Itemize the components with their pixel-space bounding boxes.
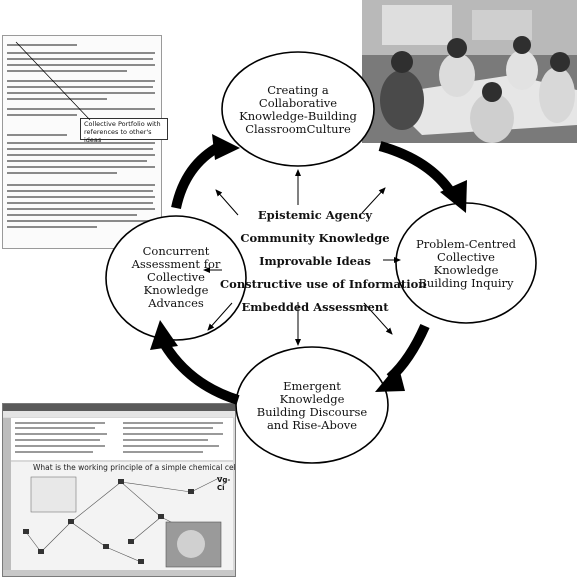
screenshot-titlebar bbox=[3, 404, 235, 411]
curved-arrow-top-to-right bbox=[378, 141, 457, 197]
center-principles: Epistemic Agency Community Knowledge Imp… bbox=[220, 204, 427, 319]
node-left-label: Concurrent Assessment for Collective Kno… bbox=[131, 244, 221, 310]
knowledge-forum-screenshot: What is the working principle of a simpl… bbox=[2, 403, 236, 577]
principle-community-knowledge: Community Knowledge bbox=[240, 231, 390, 245]
node-top-label: Creating a Collaborative Knowledge-Build… bbox=[239, 83, 357, 136]
screenshot-statusbar bbox=[3, 570, 235, 576]
node-right-label: Problem-Centred Collective Knowledge Bui… bbox=[415, 237, 517, 290]
callout-line-1: Collective Portfolio with bbox=[84, 120, 161, 128]
principle-embedded-assessment: Embedded Assessment bbox=[241, 300, 389, 314]
screenshot-view-canvas bbox=[11, 462, 233, 574]
callout-line-2: references to other's ideas bbox=[84, 128, 152, 144]
portfolio-callout-box: Collective Portfolio with references to … bbox=[80, 118, 168, 144]
principle-epistemic-agency: Epistemic Agency bbox=[257, 208, 373, 222]
curved-arrow-bottom-to-left bbox=[160, 342, 240, 405]
screenshot-menubar bbox=[3, 411, 235, 417]
curved-arrow-left-to-top bbox=[171, 141, 223, 210]
screenshot-note-list bbox=[11, 418, 233, 460]
screenshot-question-text: What is the working principle of a simpl… bbox=[33, 463, 236, 472]
principle-improvable-ideas: Improvable Ideas bbox=[259, 254, 371, 268]
arrowhead-top-to-right bbox=[440, 180, 467, 213]
node-bottom-label: Emergent Knowledge Building Discourse an… bbox=[256, 379, 368, 432]
arrowhead-left-to-top bbox=[212, 134, 240, 160]
screenshot-vg-label: Vg-Ci bbox=[217, 476, 231, 492]
arrowhead-bottom-to-left bbox=[150, 320, 178, 350]
principle-constructive-use: Constructive use of Information bbox=[220, 277, 427, 291]
classroom-photo bbox=[362, 0, 577, 143]
curved-arrow-right-to-bottom bbox=[386, 323, 430, 382]
screenshot-sidebar bbox=[3, 418, 11, 570]
